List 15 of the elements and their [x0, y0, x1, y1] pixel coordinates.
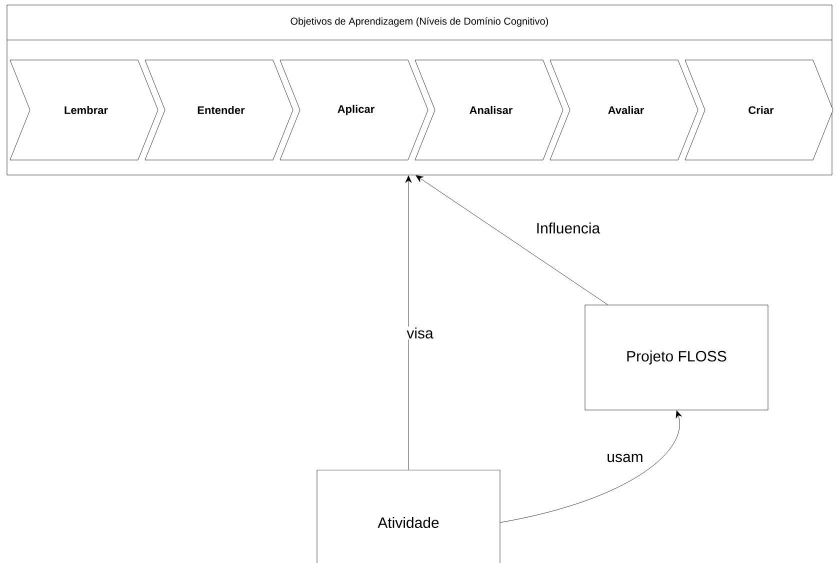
- process-box: Projeto FLOSS: [584, 304, 768, 410]
- arrow: [500, 410, 682, 523]
- arrow: [405, 176, 412, 470]
- chevron-step: Lembrar: [10, 60, 158, 160]
- edge-label: Influencia: [534, 222, 602, 234]
- process-box: Atividade: [316, 470, 500, 563]
- chevron-step: Avaliar: [550, 60, 698, 160]
- arrow: [416, 175, 608, 305]
- edge-label: usam: [606, 452, 644, 464]
- chevron-step: Aplicar: [280, 60, 428, 160]
- chevron-step: Entender: [144, 60, 294, 160]
- chevron-step: Criar: [684, 60, 834, 160]
- node-label: Criar: [748, 106, 774, 114]
- chevron-step: Analisar: [414, 60, 564, 160]
- edge-label: visa: [406, 326, 434, 340]
